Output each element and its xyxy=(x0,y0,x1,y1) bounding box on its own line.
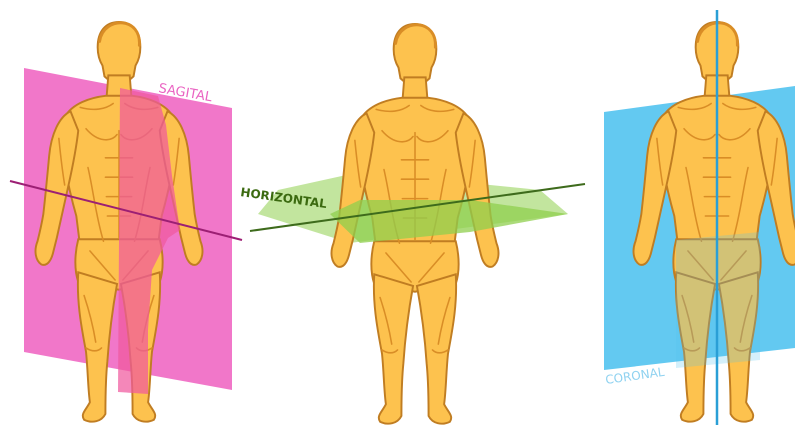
coronal-panel: CORONAL xyxy=(604,10,795,425)
sagittal-panel: SAGITAL xyxy=(10,22,242,422)
horizontal-panel: HORIZONTAL xyxy=(240,24,585,424)
